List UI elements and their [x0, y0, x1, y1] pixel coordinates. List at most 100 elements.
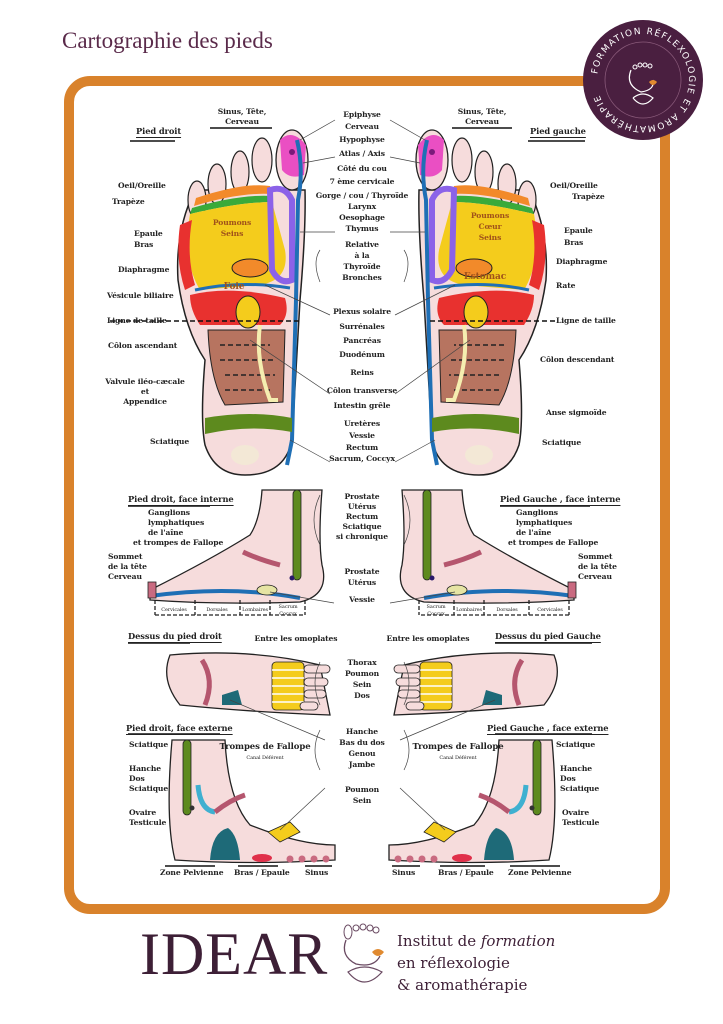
- label-colon-ascendant: Côlon ascendant: [108, 341, 178, 350]
- label-sacrum: Sacrum, Coccyx: [329, 454, 395, 463]
- label-cervicales-l: Cervicales: [537, 607, 563, 613]
- label-pancreas: Pancréas: [343, 336, 381, 345]
- heading-medial-right: Pied droit, face interne: [128, 494, 234, 504]
- label-appendice: Appendice: [123, 397, 167, 406]
- label-vesicule: Vésicule biliaire: [107, 291, 174, 300]
- label-sommet-l-1: Sommet: [578, 552, 613, 561]
- label-testicule-l: Testicule: [562, 818, 600, 827]
- label-ganglions-r-4: et trompes de Fallope: [133, 538, 224, 547]
- label-et: et: [140, 387, 150, 396]
- label-dorsales-r: Dorsales: [206, 607, 228, 613]
- zone-poumons-r: Poumons: [212, 218, 252, 227]
- label-ovaire-l: Ovaire: [562, 808, 590, 817]
- label-oeil-l: Oeil/Oreille: [550, 181, 598, 190]
- label-uterus-2: Utérus: [347, 578, 377, 587]
- right-sole: [178, 130, 308, 475]
- heading-dorsal-right: Dessus du pied droit: [128, 631, 222, 641]
- label-rectum: Rectum: [345, 443, 379, 452]
- label-hanche-r: Hanche: [129, 764, 161, 773]
- label-sommet-l-3: Cerveau: [578, 572, 612, 581]
- label-vessie: Vessie: [349, 431, 375, 440]
- label-basdos-c: Bas du dos: [339, 738, 385, 747]
- label-ligne-taille-r: Ligne de taille: [107, 316, 167, 325]
- label-rectum-m: Rectum: [345, 512, 379, 521]
- label-oesophage: Oesophage: [339, 213, 385, 222]
- label-plexus: Plexus solaire: [333, 307, 391, 316]
- label-larynx: Larynx: [347, 202, 377, 211]
- label-ganglions-l-3: de l'aîne: [516, 528, 552, 537]
- label-ganglions-r-1: Ganglions: [148, 508, 190, 517]
- label-duodenum: Duodénum: [339, 350, 385, 359]
- label-valvule: Valvule iléo-cæcale: [105, 377, 185, 386]
- label-ligne-taille-l: Ligne de taille: [556, 316, 616, 325]
- label-cote-cou: Côté du cou: [337, 164, 387, 173]
- right-dorsal-foot: [167, 653, 330, 715]
- label-dos-l: Dos: [560, 774, 576, 783]
- label-trapeze-r: Trapèze: [112, 197, 145, 206]
- label-epiphyse: Epiphyse: [343, 110, 381, 119]
- label-ganglions-r-2: lymphatiques: [148, 518, 205, 527]
- label-sommet-r-2: de la tête: [108, 562, 147, 571]
- label-canal-l: Canal Déférent: [439, 755, 477, 761]
- label-sciatique-r: Sciatique: [150, 437, 190, 446]
- institute-text: Institut de: [397, 932, 481, 950]
- label-trompes-r: Trompes de Fallope: [219, 742, 311, 752]
- label-ovaire-r: Ovaire: [129, 808, 157, 817]
- label-canal-r: Canal Déférent: [246, 755, 284, 761]
- label-diaphragme-r: Diaphragme: [118, 265, 170, 274]
- label-relative: Relative: [345, 240, 379, 249]
- heading-lateral-left: Pied Gauche , face externe: [487, 723, 609, 733]
- label-ganglions-l-4: et trompes de Fallope: [508, 538, 599, 547]
- left-sole: [416, 130, 546, 475]
- label-hanche-c: Hanche: [346, 727, 378, 736]
- zone-poumons-l: Poumons: [470, 211, 510, 220]
- label-a-la: à la: [354, 251, 370, 260]
- label-uterus-1: Utérus: [347, 502, 377, 511]
- label-sommet-r-3: Cerveau: [108, 572, 142, 581]
- left-dorsal-foot: [394, 653, 557, 715]
- label-sommet-l-2: de la tête: [578, 562, 617, 571]
- zone-estomac: Estomac: [463, 272, 507, 282]
- label-cerveau: Cerveau: [345, 122, 379, 131]
- label-coccyx-r: Coccyx: [279, 611, 297, 617]
- label-lombaires-r: Lombaires: [242, 607, 268, 613]
- label-prostate-2: Prostate: [344, 567, 380, 576]
- heading-dorsal-left: Dessus du pied Gauche: [495, 631, 601, 641]
- chart-frame: [64, 76, 670, 914]
- label-zone-r: Zone Pelvienne: [160, 868, 224, 877]
- heading-right-foot: Pied droit: [136, 126, 182, 136]
- institute-line-1: Institut de formation: [397, 932, 555, 950]
- label-rate: Rate: [556, 281, 576, 290]
- label-sinus-l-ext: Sinus: [392, 868, 416, 877]
- label-sciatique-ext-r: Sciatique: [129, 740, 169, 749]
- foot-heart-logo-icon: [343, 923, 384, 983]
- label-ganglions-l-2: lymphatiques: [516, 518, 573, 527]
- institute-line-3: & aromathérapie: [397, 976, 528, 994]
- label-jambe-c: Jambe: [348, 760, 376, 769]
- label-sciatique-m: Sciatique: [342, 522, 382, 531]
- page-title: Cartographie des pieds: [62, 28, 273, 53]
- zone-seins-l: Seins: [478, 233, 502, 242]
- label-cerveau-r: Cerveau: [225, 117, 259, 126]
- label-epaule-l: Epaule: [564, 226, 593, 235]
- zone-coeur-l: Cœur: [478, 222, 502, 231]
- label-intestin: Intestin grêle: [333, 401, 391, 410]
- label-hanche-l: Hanche: [560, 764, 592, 773]
- label-anse: Anse sigmoïde: [546, 408, 607, 417]
- label-dorsales-l: Dorsales: [496, 607, 518, 613]
- badge-logo-icon: FORMATION RÉFLEXOLOGIE ET AROMATHÉRAPIE: [590, 27, 696, 134]
- svg-text:FORMATION RÉFLEXOLOGIE ET AROM: FORMATION RÉFLEXOLOGIE ET AROMATHÉRAPIE: [590, 27, 696, 134]
- brand-badge: FORMATION RÉFLEXOLOGIE ET AROMATHÉRAPIE: [583, 20, 703, 140]
- label-prostate-1: Prostate: [344, 492, 380, 501]
- label-cerveau-l: Cerveau: [465, 117, 499, 126]
- label-sinus-r: Sinus, Tête,: [217, 107, 267, 116]
- label-bronches: Bronches: [342, 273, 382, 282]
- label-thymus: Thymus: [345, 224, 379, 233]
- label-hanche-sciatique-r: Sciatique: [129, 784, 169, 793]
- label-colon-descendant: Côlon descendant: [540, 355, 615, 364]
- heading-left-foot: Pied gauche: [530, 126, 586, 136]
- label-bras-r: Bras: [134, 240, 154, 249]
- label-ganglions-l-1: Ganglions: [516, 508, 558, 517]
- institute-line-2: en réflexologie: [397, 954, 510, 972]
